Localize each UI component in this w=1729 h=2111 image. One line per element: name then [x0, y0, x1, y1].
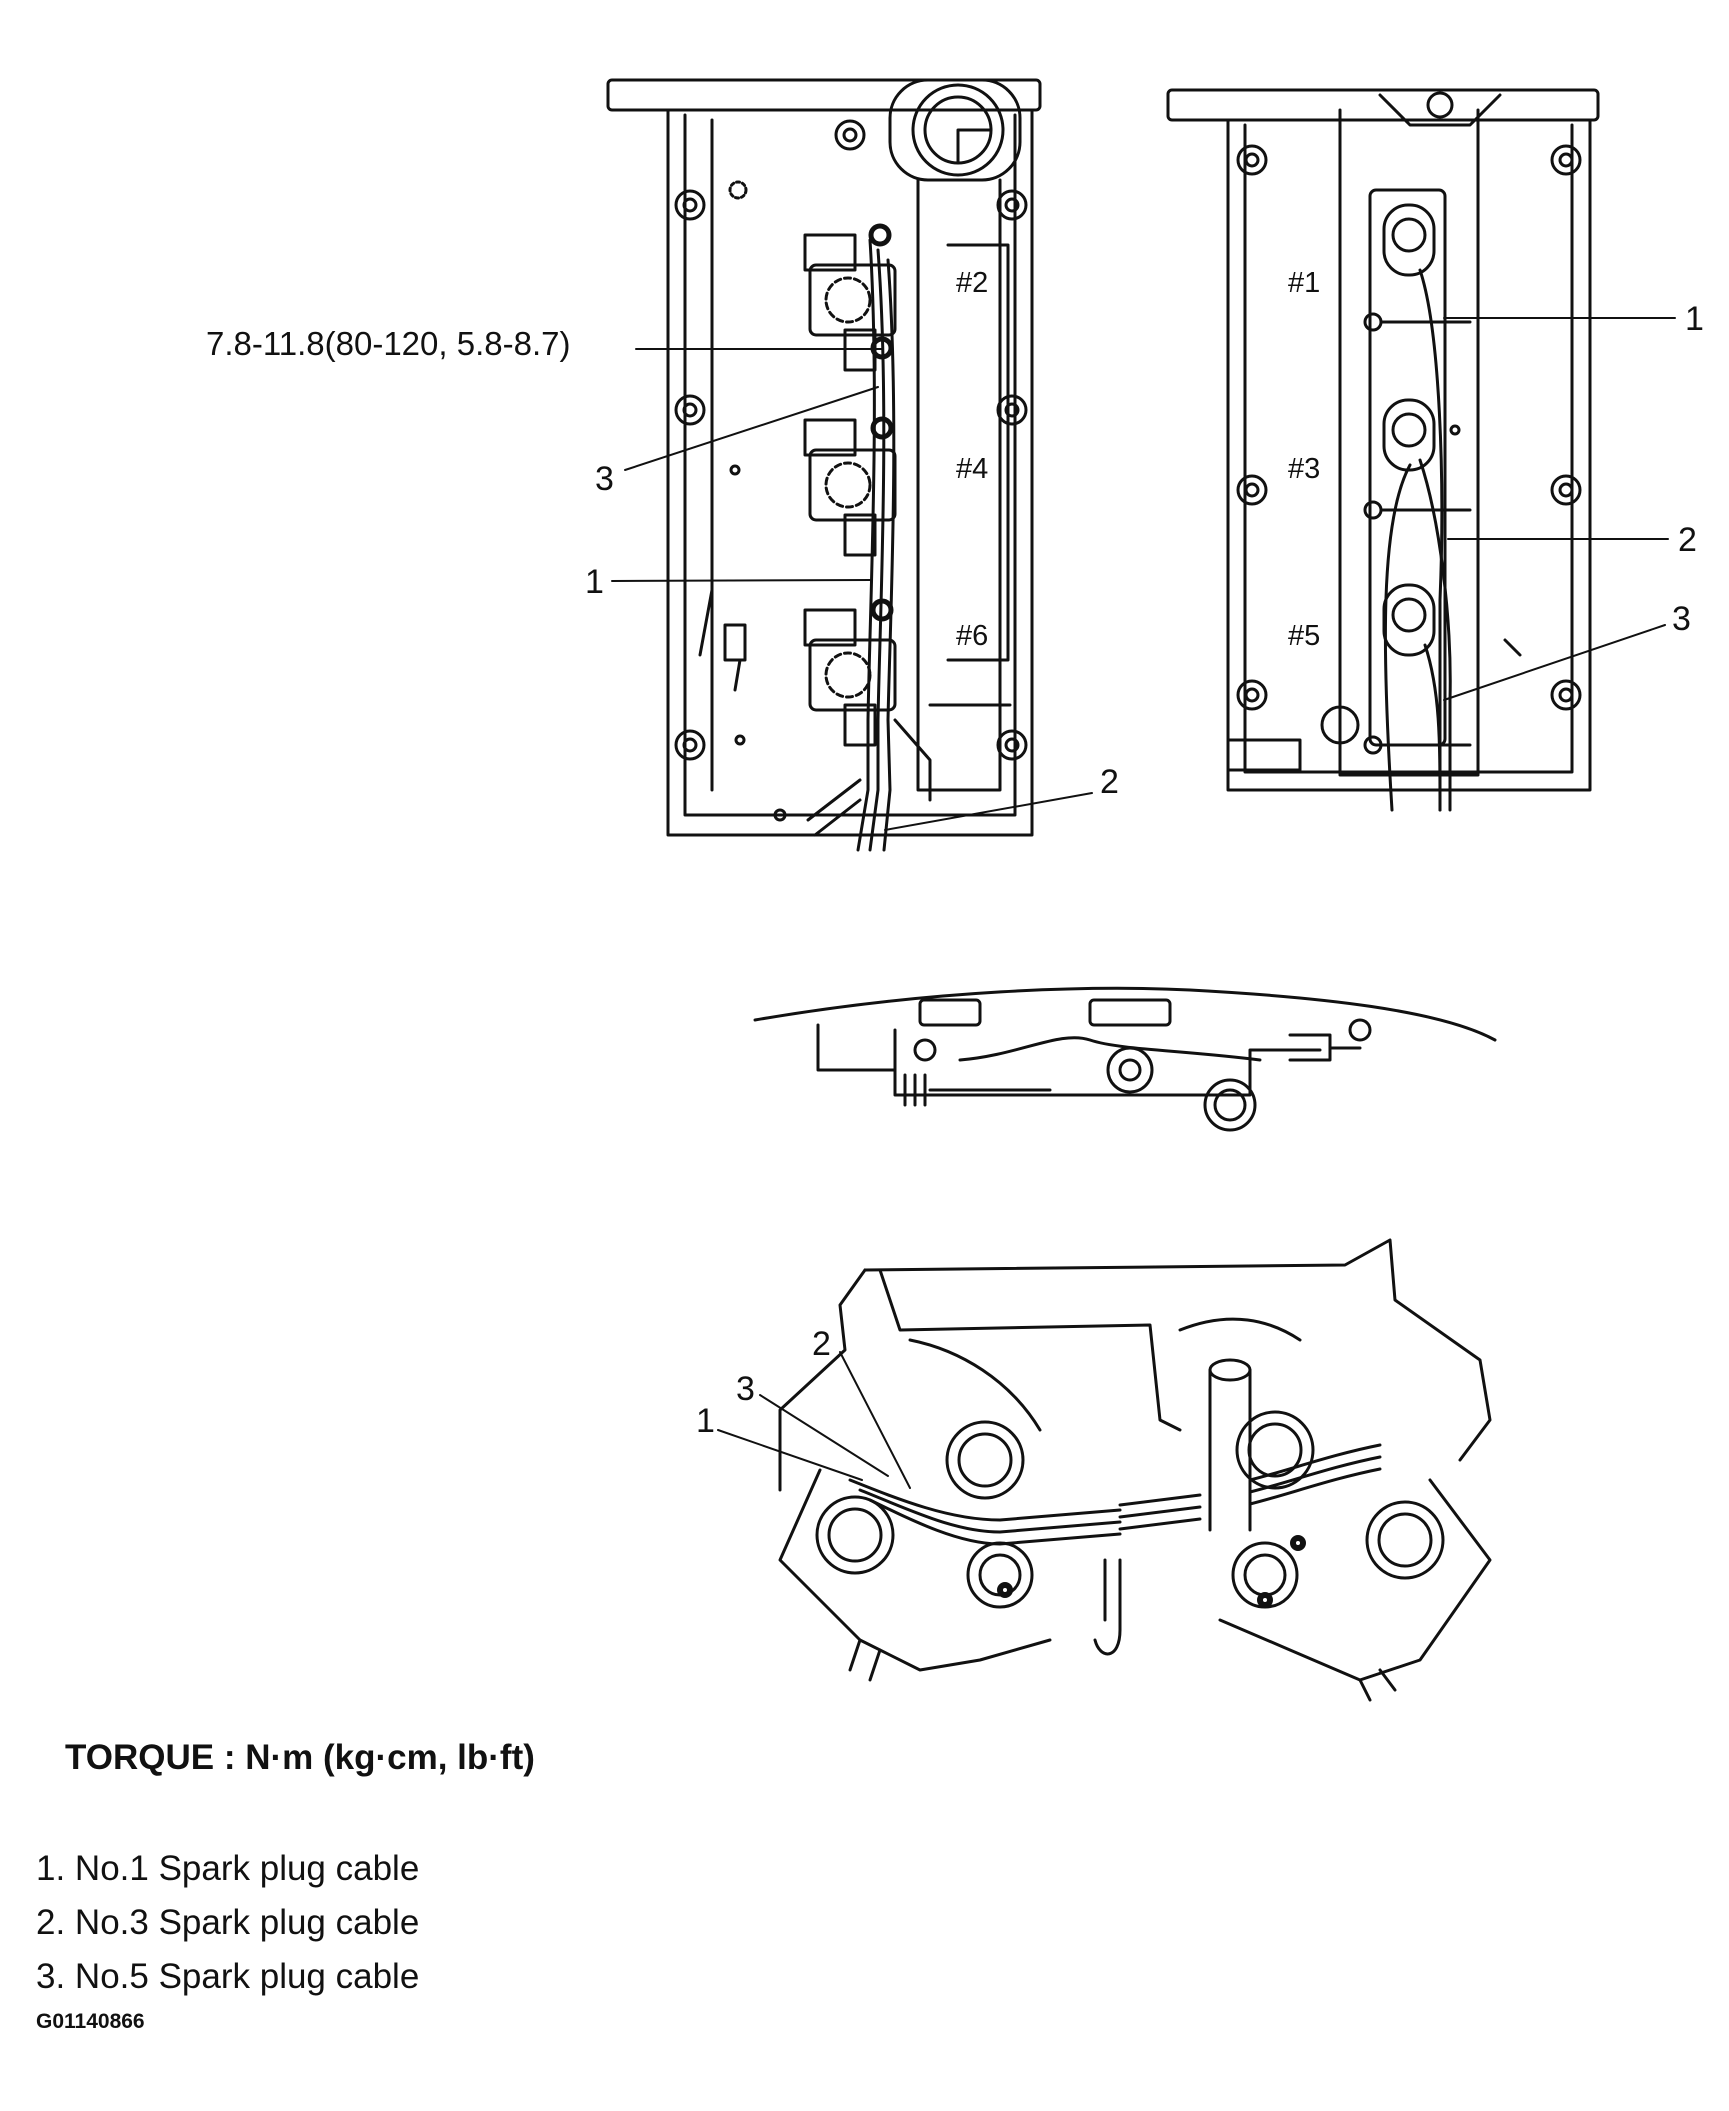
cylinder-label-5: #5: [1288, 620, 1320, 652]
front-callout-2: 2: [812, 1325, 831, 1363]
left-cylinder-head-drawing: [606, 78, 1042, 852]
torque-units-heading: TORQUE : N·m (kg·cm, lb·ft): [65, 1738, 535, 1777]
cylinder-label-1: #1: [1288, 267, 1320, 299]
cylinder-label-6: #6: [956, 620, 988, 652]
right-callout-1: 1: [1685, 300, 1704, 338]
right-cylinder-head-drawing: [1166, 88, 1600, 812]
left-callout-1: 1: [585, 563, 604, 601]
callout-leader-lines: [611, 317, 1676, 1489]
front-callout-1: 1: [696, 1402, 715, 1440]
right-callout-2: 2: [1678, 521, 1697, 559]
figure-id: G01140866: [36, 2010, 145, 2033]
legend-list: 1. No.1 Spark plug cable 2. No.3 Spark p…: [36, 1842, 419, 2004]
legend-item: 2. No.3 Spark plug cable: [36, 1903, 420, 1942]
cylinder-label-2: #2: [956, 267, 988, 299]
cylinder-label-3: #3: [1288, 453, 1320, 485]
engine-side-view-drawing: [753, 986, 1497, 1132]
legend-item: 1. No.1 Spark plug cable: [36, 1849, 420, 1888]
front-callout-3: 3: [736, 1370, 755, 1408]
cylinder-label-4: #4: [956, 453, 988, 485]
engine-front-view-drawing: [778, 1238, 1492, 1702]
left-callout-3: 3: [595, 460, 614, 498]
legend-item: 3. No.5 Spark plug cable: [36, 1957, 420, 1996]
torque-spec-label: 7.8-11.8(80-120, 5.8-8.7): [206, 325, 570, 362]
left-callout-2: 2: [1100, 763, 1119, 801]
right-callout-3: 3: [1672, 600, 1691, 638]
